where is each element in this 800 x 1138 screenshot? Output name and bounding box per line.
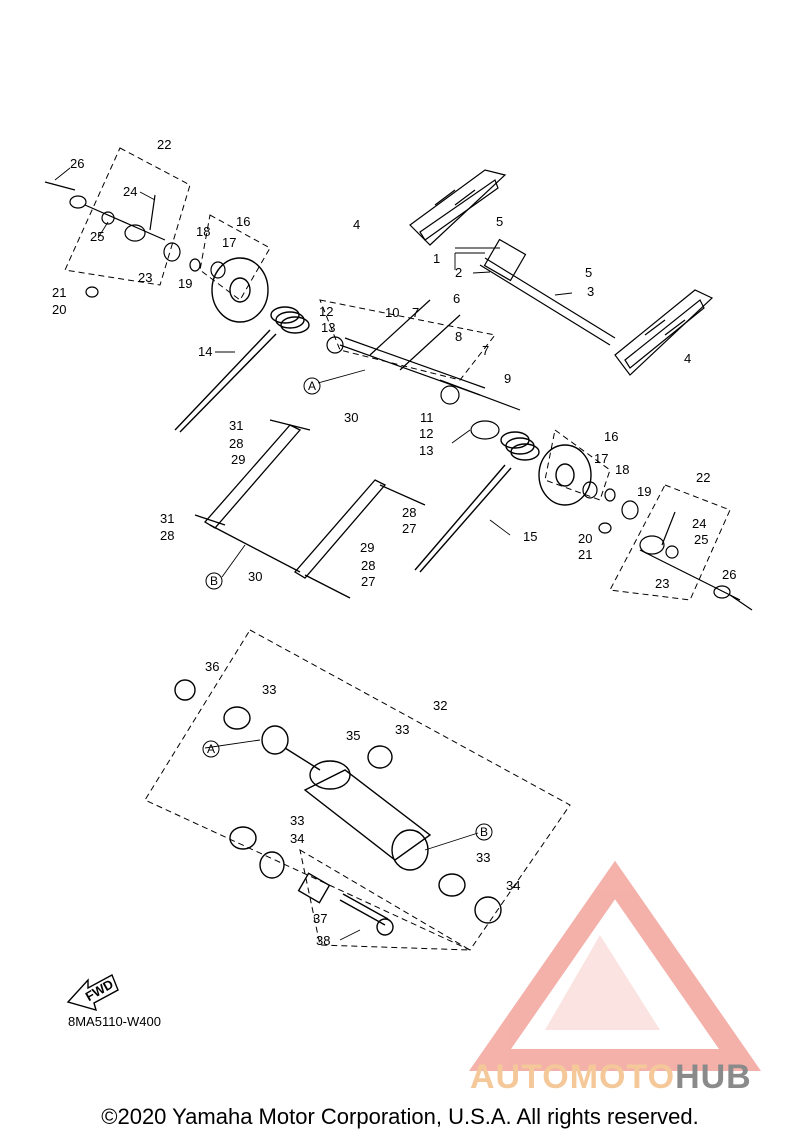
part-label-23-right: 23 (655, 576, 669, 591)
part-label-11: 11 (420, 410, 434, 425)
part-label-29-right: 29 (360, 540, 374, 555)
torsion-spring-left (174, 306, 310, 433)
part-label-35: 35 (346, 728, 360, 743)
watermark-brand-second: HUB (675, 1058, 752, 1096)
rear-links (194, 419, 426, 599)
part-label-4-top: 4 (353, 217, 360, 232)
part-label-22-right: 22 (696, 470, 710, 485)
watermark-brand-first: AUTOMOTO (470, 1058, 676, 1096)
part-label-3: 3 (587, 284, 594, 299)
part-label-21-right: 21 (578, 547, 592, 562)
part-label-7-left: 7 (412, 305, 419, 320)
part-label-28-c: 28 (402, 505, 416, 520)
part-label-15: 15 (523, 529, 537, 544)
part-label-7-right: 7 (482, 343, 489, 358)
part-label-17-left: 17 (222, 235, 236, 250)
reference-label-B-top: B (210, 574, 218, 588)
part-label-17-right: 17 (594, 451, 608, 466)
part-label-25-right: 25 (694, 532, 708, 547)
part-label-14: 14 (198, 344, 212, 359)
watermark-brand: AUTOMOTOHUB (470, 1058, 752, 1097)
part-label-27-b: 27 (361, 574, 375, 589)
part-label-20-right: 20 (578, 531, 592, 546)
part-label-18-right: 18 (615, 462, 629, 477)
front-arm-assembly (326, 238, 616, 440)
part-label-38: 38 (316, 933, 330, 948)
part-label-33-b: 33 (395, 722, 409, 737)
reference-circle-B-bottom (475, 823, 493, 841)
part-label-29-left: 29 (231, 452, 245, 467)
part-label-26-left: 26 (70, 156, 84, 171)
part-label-30-top: 30 (344, 410, 358, 425)
part-label-13-top: 13 (321, 320, 335, 335)
leader-lines (54, 167, 573, 941)
part-label-19-right: 19 (637, 484, 651, 499)
skid-rail-upper (409, 169, 507, 246)
kit-boundaries (64, 147, 731, 951)
reference-label-A-top: A (308, 379, 316, 393)
part-label-24-right: 24 (692, 516, 706, 531)
part-label-26-right: 26 (722, 567, 736, 582)
part-label-4-right: 4 (684, 351, 691, 366)
part-label-28-b: 28 (160, 528, 174, 543)
right-end-hardware (582, 481, 753, 611)
part-label-18-left: 18 (196, 224, 210, 239)
part-label-25-left: 25 (90, 229, 104, 244)
reference-label-A-bottom: A (207, 742, 215, 756)
idler-wheel-left (211, 257, 269, 323)
part-label-28-d: 28 (361, 558, 375, 573)
part-label-10: 10 (385, 305, 399, 320)
reference-circle-B-top (205, 572, 223, 590)
torsion-spring-right (414, 431, 540, 573)
reference-circle-A-top (303, 377, 321, 395)
automotohub-logo (468, 860, 762, 1071)
part-label-31-top: 31 (229, 418, 243, 433)
part-label-30-bot: 30 (248, 569, 262, 584)
part-label-33-c: 33 (290, 813, 304, 828)
part-label-8: 8 (455, 329, 462, 344)
part-label-22-left: 22 (157, 137, 171, 152)
part-label-19-left: 19 (178, 276, 192, 291)
part-label-31-bot: 31 (160, 511, 174, 526)
part-label-33-d: 33 (476, 850, 490, 865)
part-label-16-left: 16 (236, 214, 250, 229)
reference-marks: A B A B (202, 377, 493, 841)
part-label-21-left: 21 (52, 285, 66, 300)
part-label-12-top: 12 (319, 304, 333, 319)
shock-absorber (174, 679, 502, 936)
part-label-24-left: 24 (123, 184, 137, 199)
part-label-9: 9 (504, 371, 511, 386)
part-label-34-b: 34 (506, 878, 520, 893)
part-label-36: 36 (205, 659, 219, 674)
part-label-16-right: 16 (604, 429, 618, 444)
idler-wheel-right (538, 444, 592, 506)
part-label-5-right: 5 (585, 265, 592, 280)
fwd-arrow: FWD (66, 974, 119, 1012)
part-label-6: 6 (453, 291, 460, 306)
part-label-27-a: 27 (402, 521, 416, 536)
reference-label-B-bottom: B (480, 825, 488, 839)
part-label-33-a: 33 (262, 682, 276, 697)
part-label-37: 37 (313, 911, 327, 926)
part-label-28-a: 28 (229, 436, 243, 451)
part-label-2: 2 (455, 265, 462, 280)
copyright-notice: ©2020 Yamaha Motor Corporation, U.S.A. A… (101, 1104, 699, 1129)
part-label-32: 32 (433, 698, 447, 713)
part-label-5-top: 5 (496, 214, 503, 229)
part-label-34-a: 34 (290, 831, 304, 846)
skid-rail-lower (614, 289, 714, 376)
part-label-20-left: 20 (52, 302, 66, 317)
part-label-13-mid: 13 (419, 443, 433, 458)
part-label-1: 1 (433, 251, 440, 266)
reference-circle-A-bottom (202, 740, 220, 758)
part-label-23-left: 23 (138, 270, 152, 285)
part-label-12-mid: 12 (419, 426, 433, 441)
left-end-hardware (44, 181, 226, 298)
diagram-code: 8MA5110-W400 (68, 1014, 161, 1029)
